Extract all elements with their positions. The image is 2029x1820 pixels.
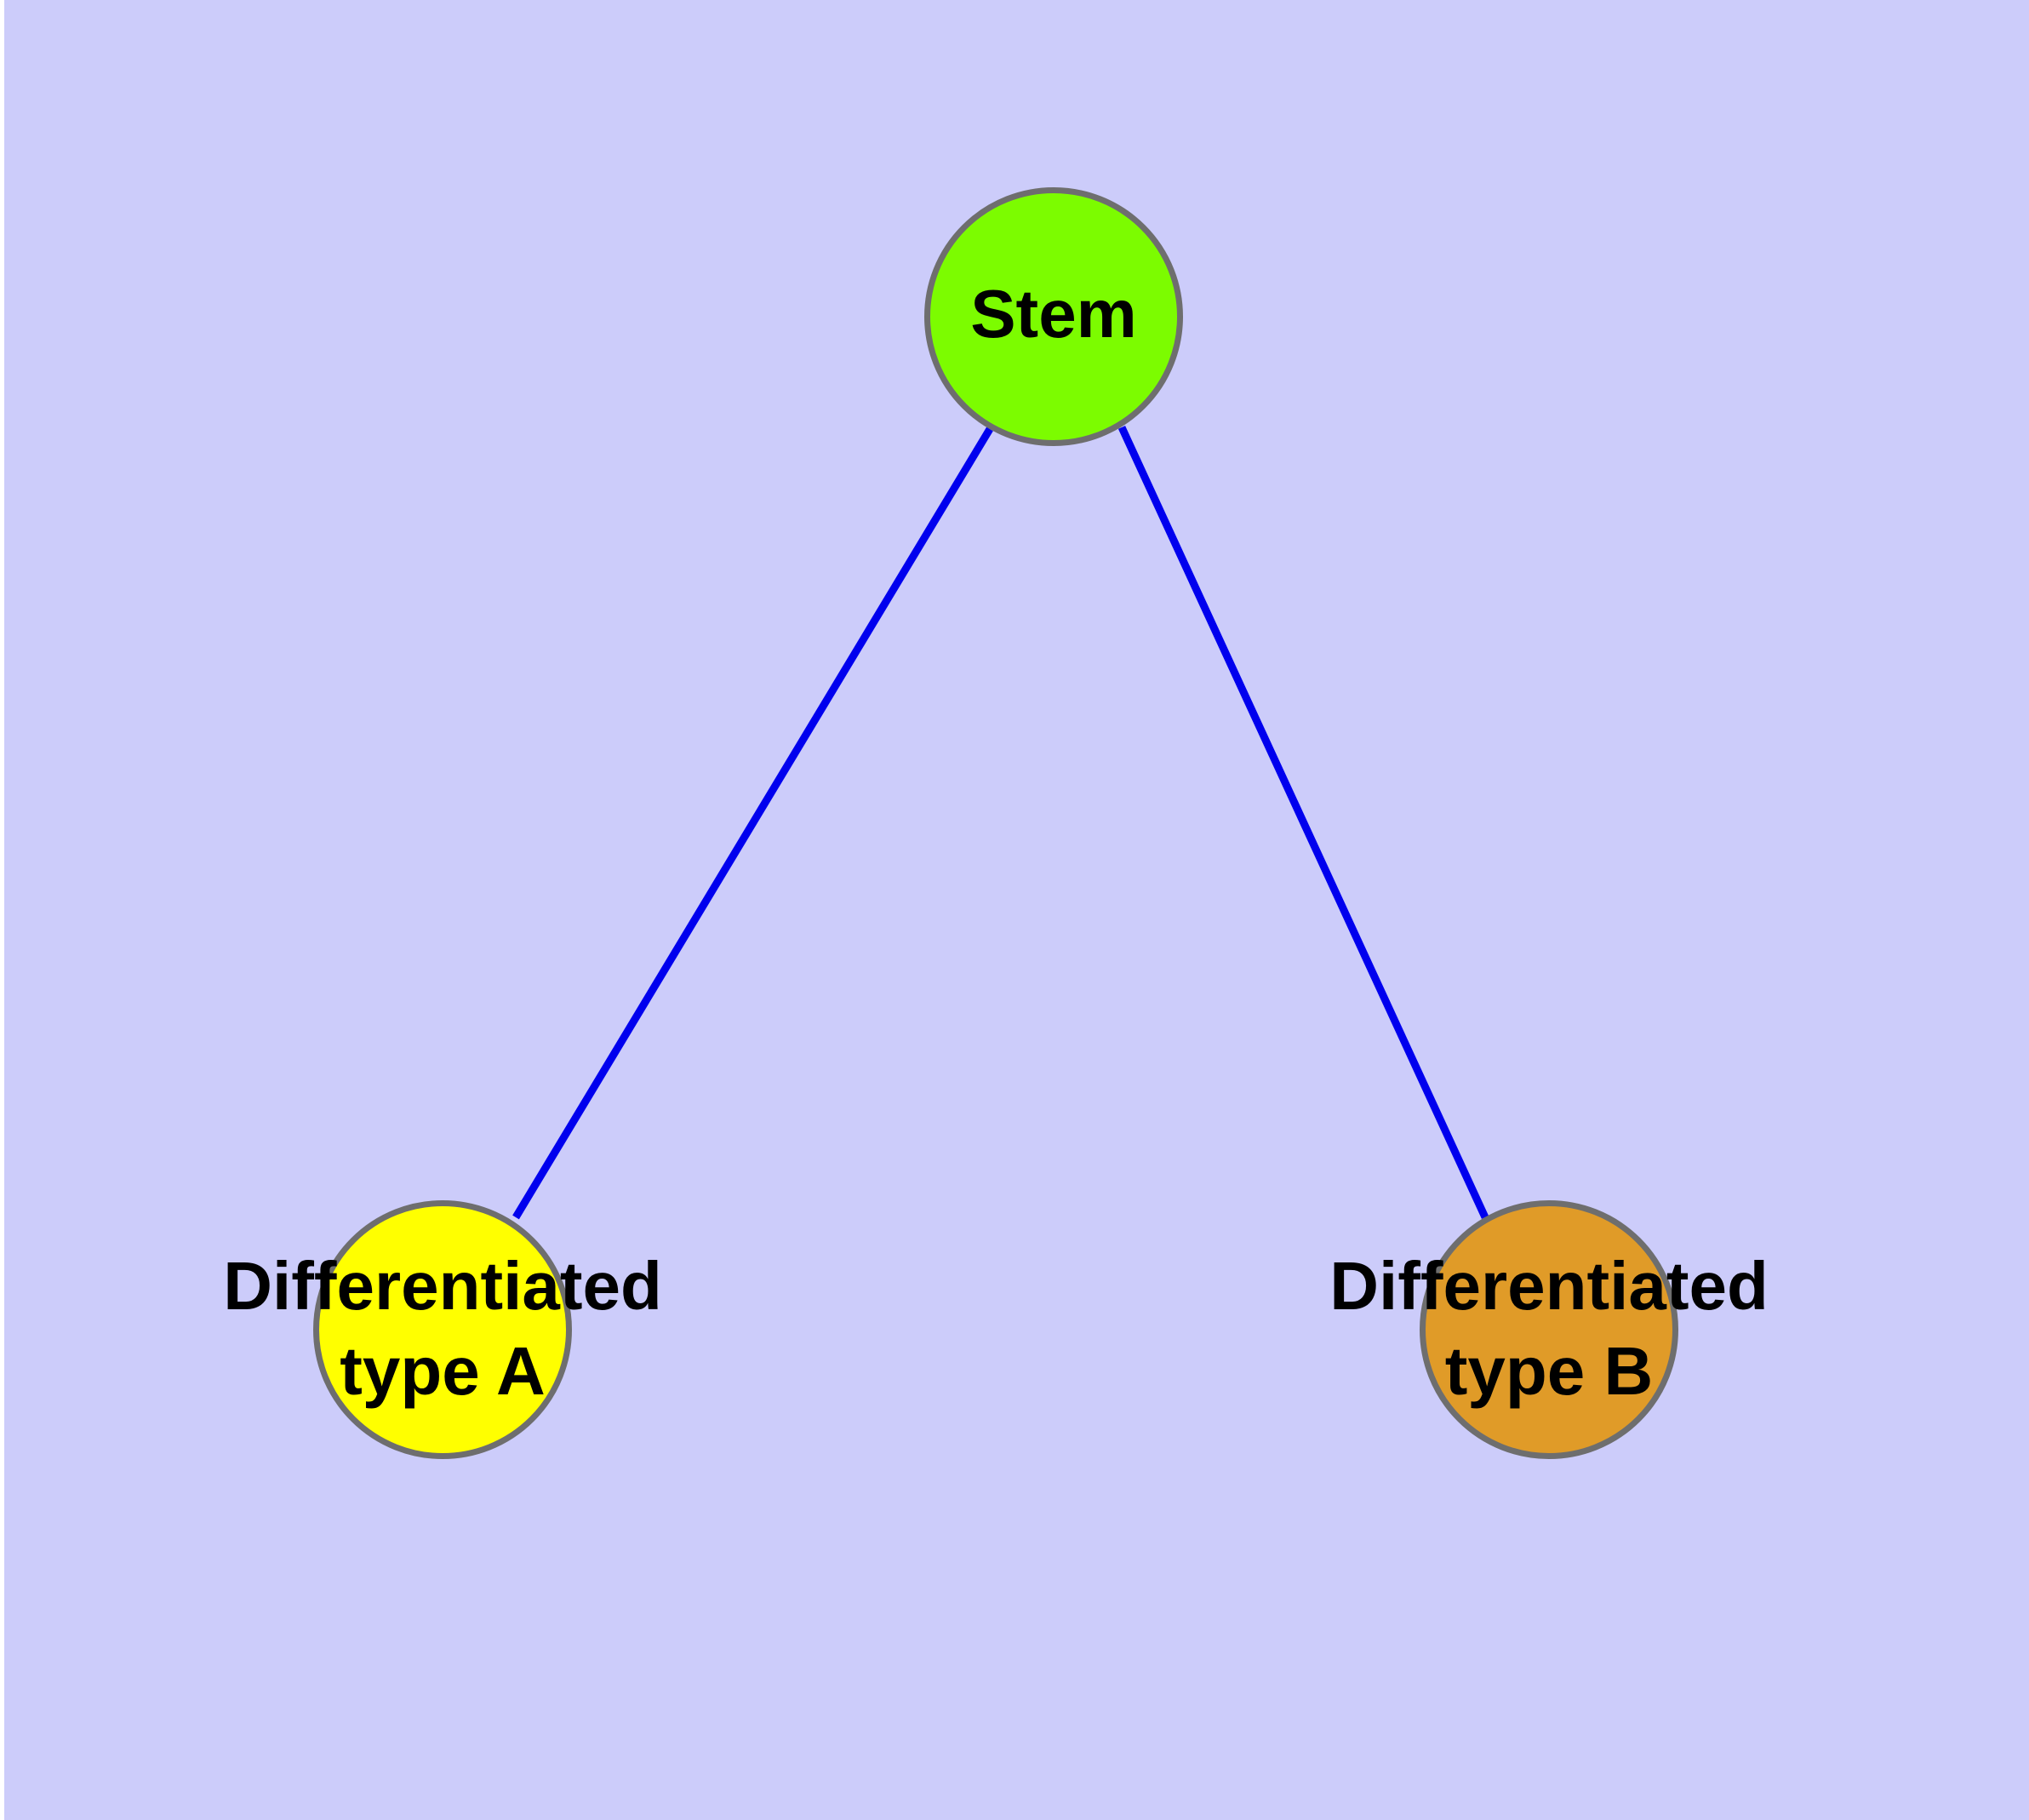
- node-differentiated-type-a-label-line1: Differentiated: [223, 1248, 662, 1324]
- node-stem-label: Stem: [970, 276, 1137, 352]
- edge-layer: [512, 426, 1489, 1220]
- node-differentiated-type-a-circle[interactable]: [313, 1200, 572, 1459]
- node-stem-circle[interactable]: [924, 187, 1183, 446]
- edge-stem-to-differentiated-type-b[interactable]: [1117, 426, 1489, 1219]
- node-differentiated-type-b-circle[interactable]: [1420, 1200, 1678, 1459]
- edge-stem-to-differentiated-type-a[interactable]: [512, 426, 993, 1220]
- node-differentiated-type-b-label-line1: Differentiated: [1329, 1248, 1769, 1324]
- node-layer: [313, 187, 1678, 1459]
- node-differentiated-type-b-label-line2: type B: [1445, 1333, 1654, 1409]
- node-differentiated-type-a-label-line2: type A: [340, 1333, 546, 1409]
- label-layer: Stem Differentiated type A Differentiate…: [223, 276, 1769, 1409]
